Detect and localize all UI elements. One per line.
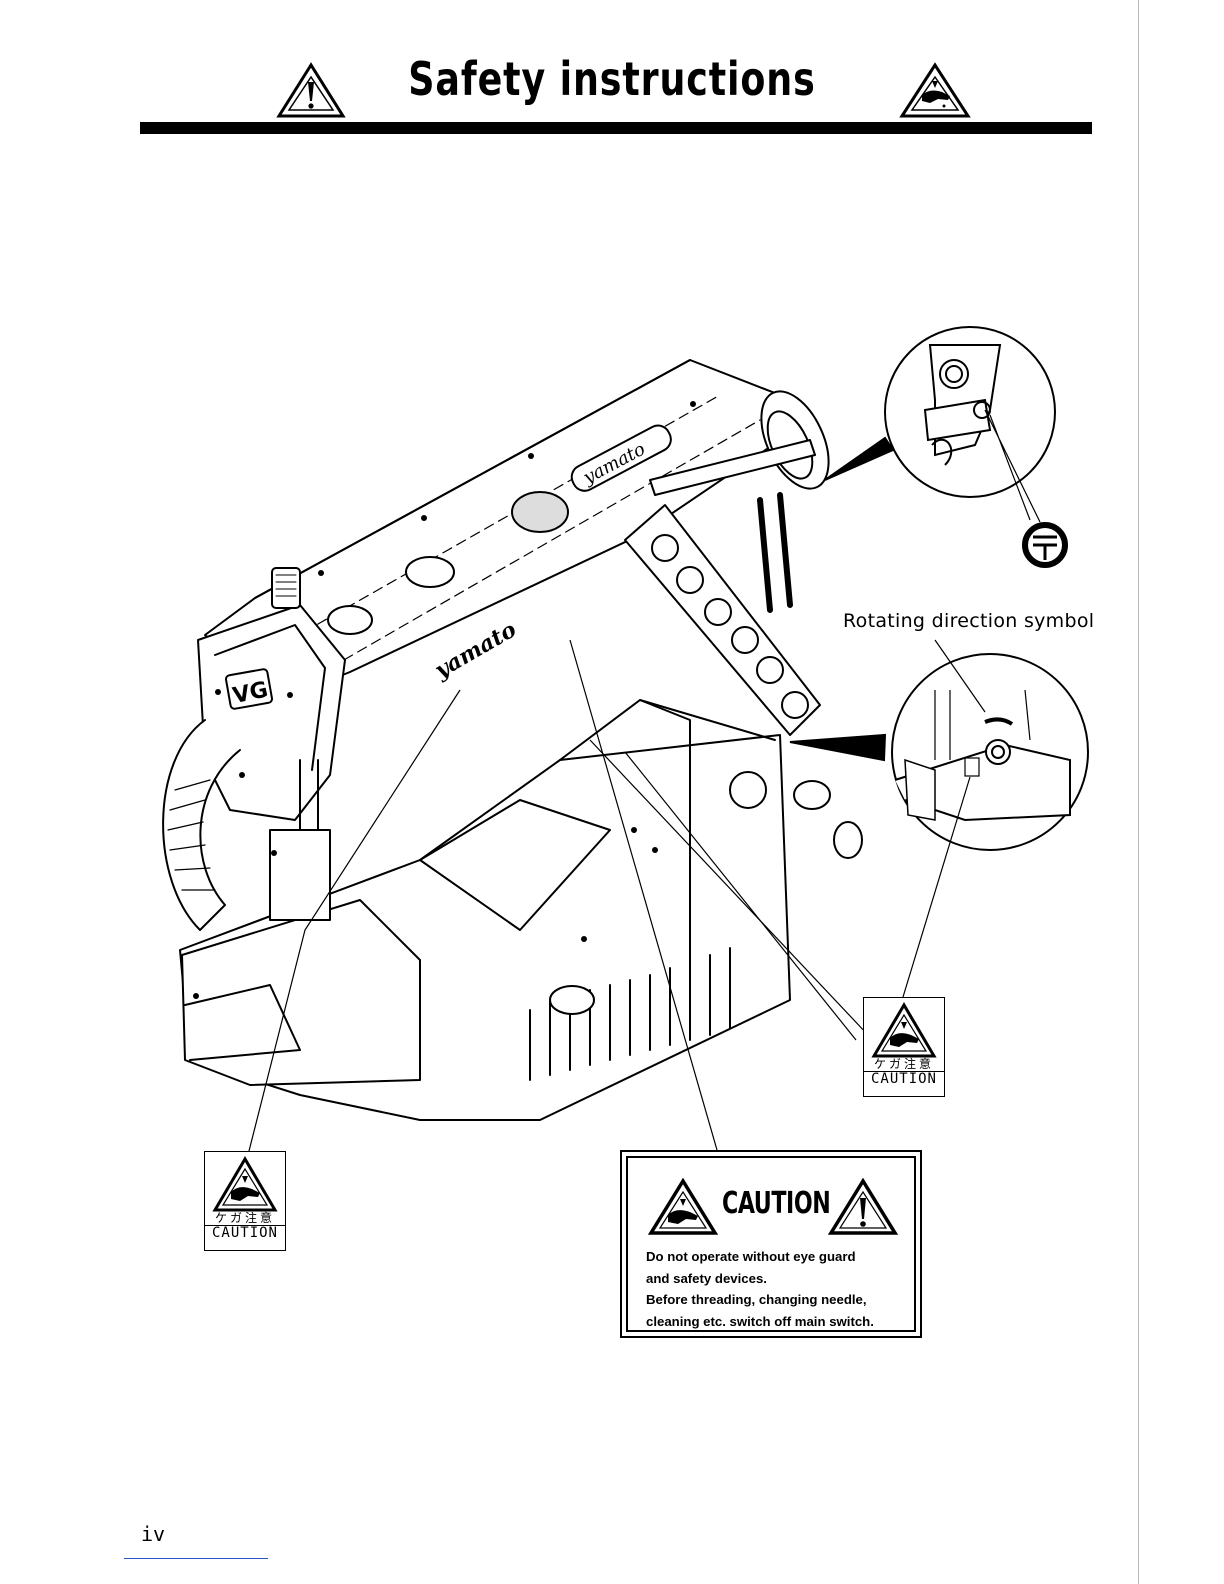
caution-line: cleaning etc. switch off main switch. xyxy=(646,1311,914,1333)
caution-line: and safety devices. xyxy=(646,1268,914,1290)
hand-injury-icon xyxy=(648,1178,718,1236)
hand-injury-icon xyxy=(871,1002,937,1058)
label-en-text: CAUTION xyxy=(205,1225,285,1240)
caution-label-left: ケガ注意 CAUTION xyxy=(204,1151,286,1251)
label-jp-text: ケガ注意 xyxy=(205,1212,285,1225)
ground-detail-magnifier xyxy=(825,327,1055,497)
general-warning-icon xyxy=(828,1178,898,1236)
footer-rule xyxy=(124,1558,268,1559)
caution-text: Do not operate without eye guard and saf… xyxy=(646,1246,914,1332)
page-number: iv xyxy=(141,1522,165,1546)
caution-heading: CAUTION xyxy=(722,1186,830,1221)
hand-injury-icon xyxy=(212,1156,278,1212)
label-jp-text: ケガ注意 xyxy=(864,1058,944,1071)
label-en-text: CAUTION xyxy=(864,1071,944,1086)
rotating-direction-magnifier xyxy=(790,654,1088,850)
caution-heading-row: CAUTION xyxy=(628,1176,914,1236)
caution-label-right: ケガ注意 CAUTION xyxy=(863,997,945,1097)
caution-plate: CAUTION Do not operate without eye guard… xyxy=(620,1150,922,1338)
caution-line: Before threading, changing needle, xyxy=(646,1289,914,1311)
rotating-direction-label: Rotating direction symbol xyxy=(843,610,1094,632)
caution-line: Do not operate without eye guard xyxy=(646,1246,914,1268)
